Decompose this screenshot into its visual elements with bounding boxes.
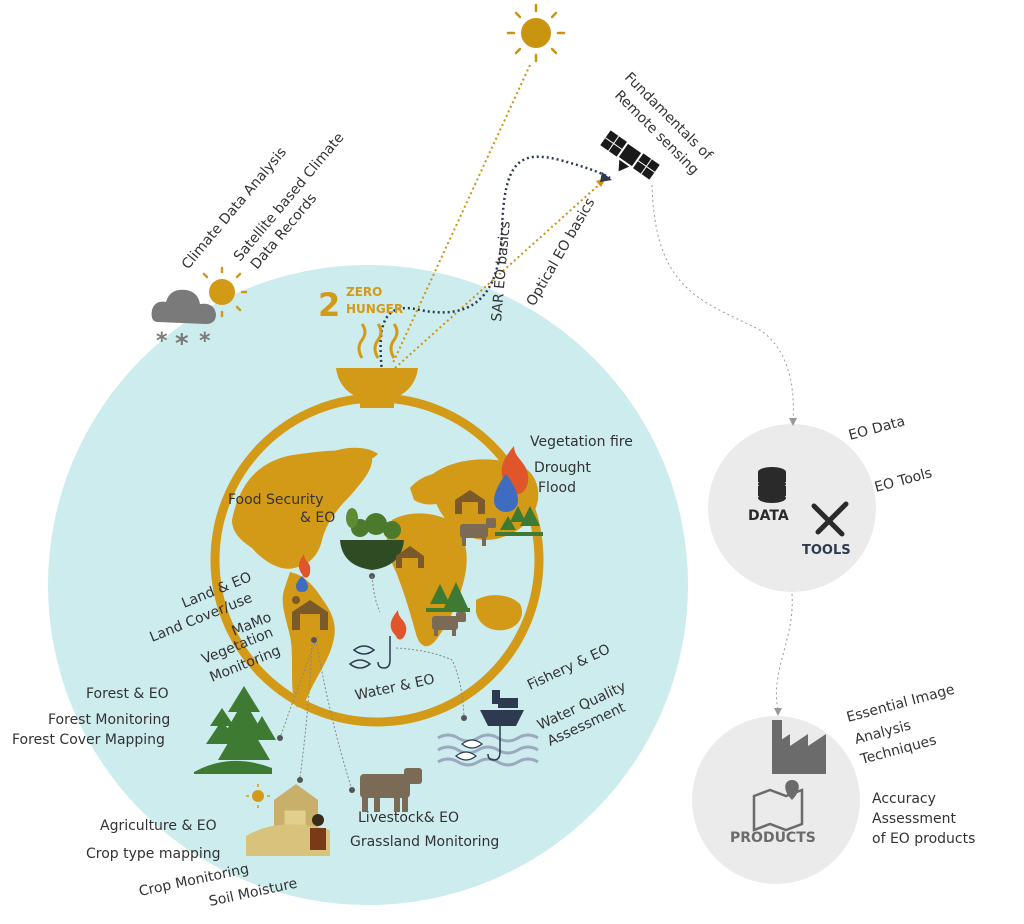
fire-icon-water [390, 610, 407, 640]
tools-label: TOOLS [802, 543, 851, 558]
globe-ring [210, 393, 544, 727]
fishing-boat-icon [437, 690, 539, 767]
data-label: DATA [748, 508, 789, 524]
barn-icon-south-america [292, 596, 328, 630]
cow-icon [360, 768, 422, 812]
trees-icon-asia [495, 506, 543, 536]
connector-dot [461, 715, 467, 721]
forest-label-line3: Forest Cover Mapping [12, 732, 165, 748]
cow-icon-asia [460, 518, 496, 546]
satellite-icon [600, 130, 660, 180]
data-tools-circle [708, 424, 876, 592]
zero-label: ZERO [346, 285, 382, 299]
agriculture-label-line2: Crop type mapping [86, 846, 221, 862]
food-basket-icon [340, 508, 404, 579]
data-to-products-connector [775, 593, 793, 711]
sun-ray [391, 64, 531, 366]
connector-arrowhead [789, 418, 797, 426]
connector-arrowhead [774, 708, 782, 716]
teal-background-circle [48, 265, 688, 905]
eo-data-label: EO Data [847, 413, 907, 443]
farm-barn-farmer-icon [246, 784, 330, 856]
svg-text:*: * [175, 329, 189, 359]
svg-text:*: * [199, 329, 211, 354]
accuracy-label-line1: Accuracy [872, 791, 936, 807]
barn-icon-asia [455, 490, 485, 514]
connector-dot [311, 637, 317, 643]
fish-hook-icon [348, 636, 391, 669]
map-pin-icon [752, 780, 804, 832]
flood-label: Flood [538, 480, 576, 496]
fire-drop-icon [494, 446, 529, 512]
accuracy-label-line2: Assessment [872, 811, 956, 827]
optical-basics-label: Optical EO basics [524, 195, 599, 309]
wrench-screwdriver-icon [811, 501, 849, 537]
forest-trees-icon [194, 686, 276, 774]
food-security-label-line2: & EO [300, 510, 335, 526]
database-icon [758, 467, 786, 503]
factory-icon [772, 720, 826, 774]
eo-tools-label: EO Tools [873, 465, 934, 496]
sun-icon [506, 3, 566, 63]
weather-cloud-sun-snow-icon: * * * [151, 266, 248, 359]
world-map [232, 447, 539, 708]
satellite-to-data-connector [651, 184, 794, 421]
trees-icon-africa [426, 582, 470, 612]
cow-icon-africa [432, 612, 466, 636]
forest-label-line1: Forest & EO [86, 686, 169, 702]
accuracy-label-line3: of EO products [872, 831, 975, 847]
sar-arrowhead [600, 172, 612, 182]
optical-ray [394, 181, 603, 369]
agriculture-label-line1: Agriculture & EO [100, 818, 217, 834]
forest-label-line2: Forest Monitoring [48, 712, 170, 728]
sar-loop [379, 155, 611, 373]
vegetation-fire-label: Vegetation fire [530, 434, 633, 450]
livestock-label-line2: Grassland Monitoring [350, 834, 499, 850]
food-security-label-line1: Food Security [228, 492, 324, 508]
steaming-bowl-icon [336, 323, 418, 408]
connector-dot [297, 777, 303, 783]
barn-icon-africa [396, 546, 424, 568]
products-label: PRODUCTS [730, 830, 816, 846]
sdg-number: 2 [318, 286, 340, 324]
svg-text:*: * [156, 329, 168, 354]
center-connectors [279, 575, 465, 791]
connector-dot [277, 735, 283, 741]
livestock-label-line1: Livestock& EO [358, 810, 459, 826]
connector-dot [349, 787, 355, 793]
drought-label: Drought [534, 460, 591, 476]
fire-drop-icon-small [296, 554, 311, 592]
hunger-label: HUNGER [346, 302, 403, 316]
